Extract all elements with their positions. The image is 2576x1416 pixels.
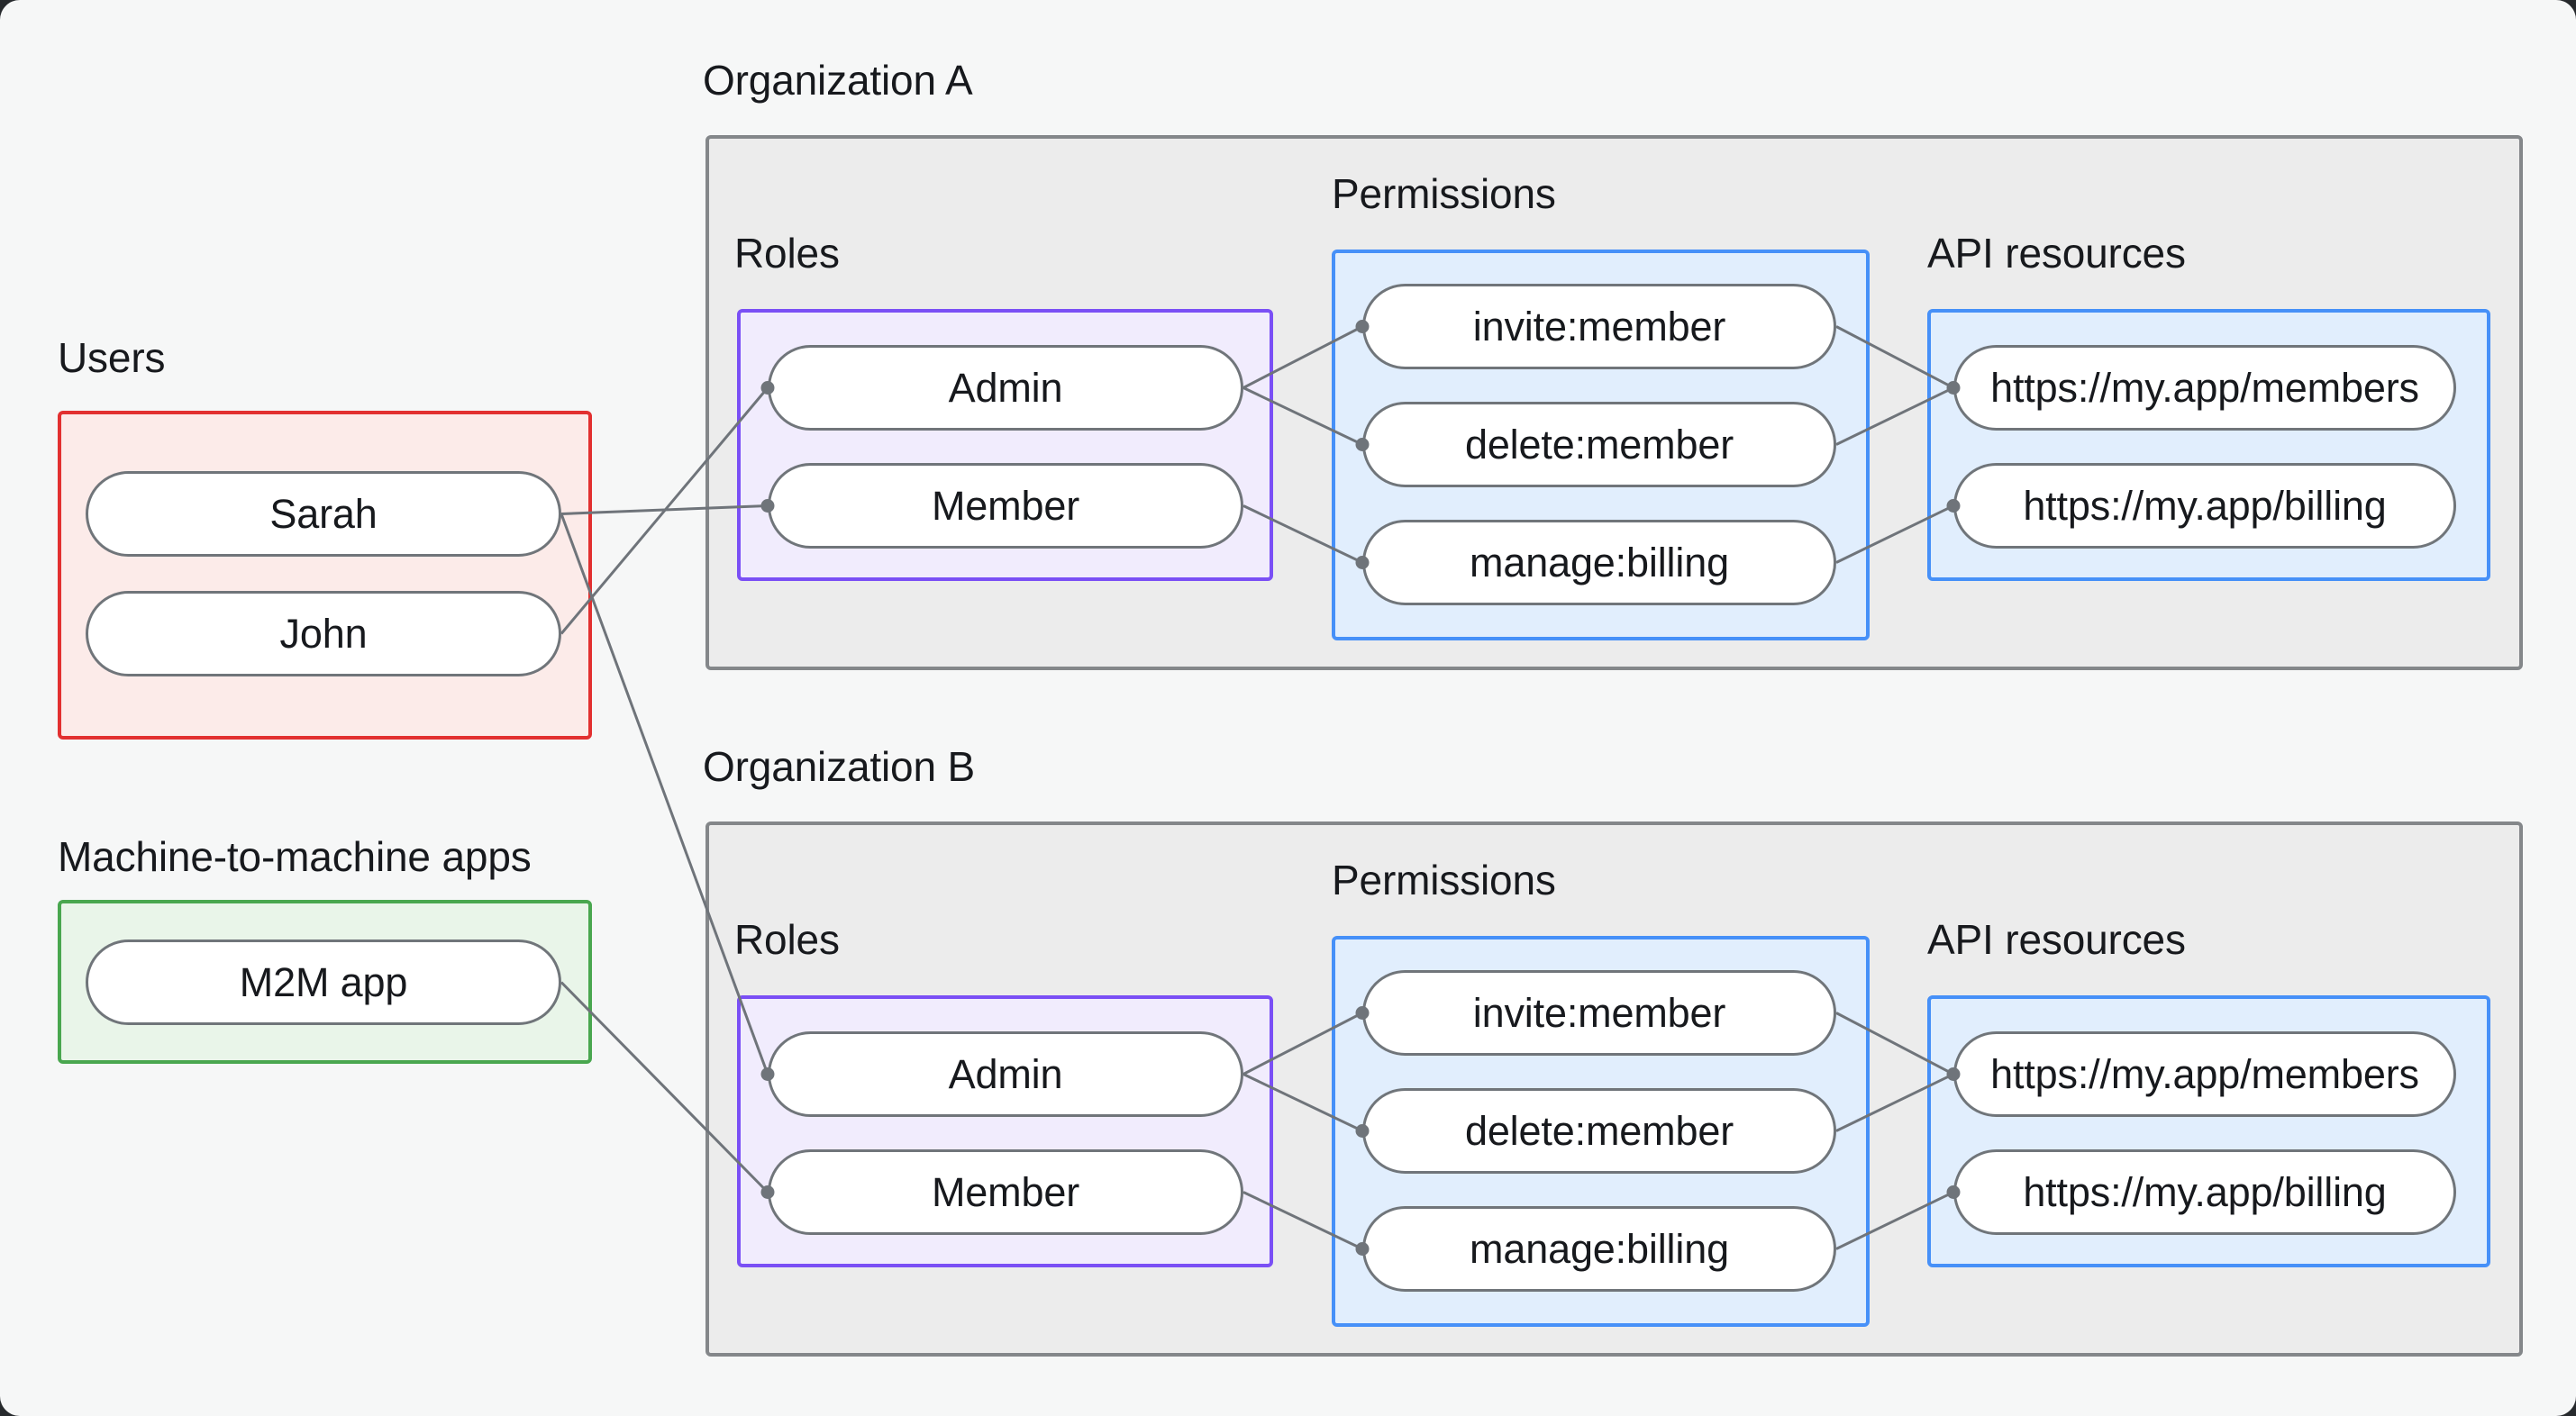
org-a-api-billing: https://my.app/billing	[1953, 463, 2456, 549]
org-a-roles-label: Roles	[734, 230, 840, 277]
org-b-api-members: https://my.app/members	[1953, 1031, 2456, 1117]
org-a-role-admin: Admin	[768, 345, 1243, 431]
user-node-john: John	[86, 591, 561, 676]
org-a-role-member: Member	[768, 463, 1243, 549]
m2m-section-label: Machine-to-machine apps	[58, 833, 532, 880]
org-b-permissions-label: Permissions	[1332, 857, 1556, 903]
org-a-permission-invite-member: invite:member	[1362, 284, 1836, 369]
org-a-permissions-label: Permissions	[1332, 170, 1556, 217]
org-a-permission-manage-billing: manage:billing	[1362, 520, 1836, 605]
org-b-api-label: API resources	[1927, 916, 2186, 963]
org-b-api-billing: https://my.app/billing	[1953, 1149, 2456, 1235]
org-b-permission-invite-member: invite:member	[1362, 970, 1836, 1056]
org-b-role-member: Member	[768, 1149, 1243, 1235]
org-b-permission-manage-billing: manage:billing	[1362, 1206, 1836, 1292]
m2m-app-node: M2M app	[86, 939, 561, 1025]
org-b-roles-label: Roles	[734, 916, 840, 963]
org-b-label: Organization B	[703, 743, 976, 790]
org-b-permission-delete-member: delete:member	[1362, 1088, 1836, 1174]
org-a-api-members: https://my.app/members	[1953, 345, 2456, 431]
org-a-api-label: API resources	[1927, 230, 2186, 277]
org-a-label: Organization A	[703, 57, 973, 104]
users-group-box	[58, 411, 592, 740]
users-section-label: Users	[58, 334, 166, 381]
user-node-sarah: Sarah	[86, 471, 561, 557]
org-a-permission-delete-member: delete:member	[1362, 402, 1836, 487]
org-b-role-admin: Admin	[768, 1031, 1243, 1117]
